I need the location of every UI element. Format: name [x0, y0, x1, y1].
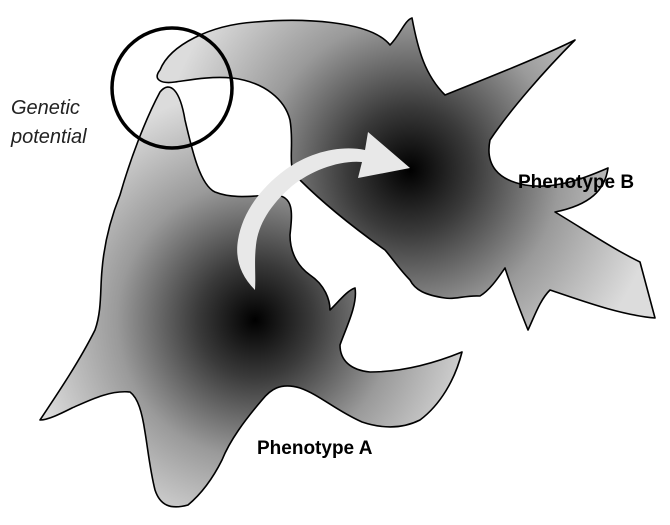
phenotype-a-label: Phenotype A: [257, 438, 373, 459]
genetic-potential-label-line2: potential: [10, 126, 87, 148]
phenotype-b-label: Phenotype B: [518, 172, 634, 193]
genetic-potential-label-line1: Genetic: [11, 97, 80, 119]
